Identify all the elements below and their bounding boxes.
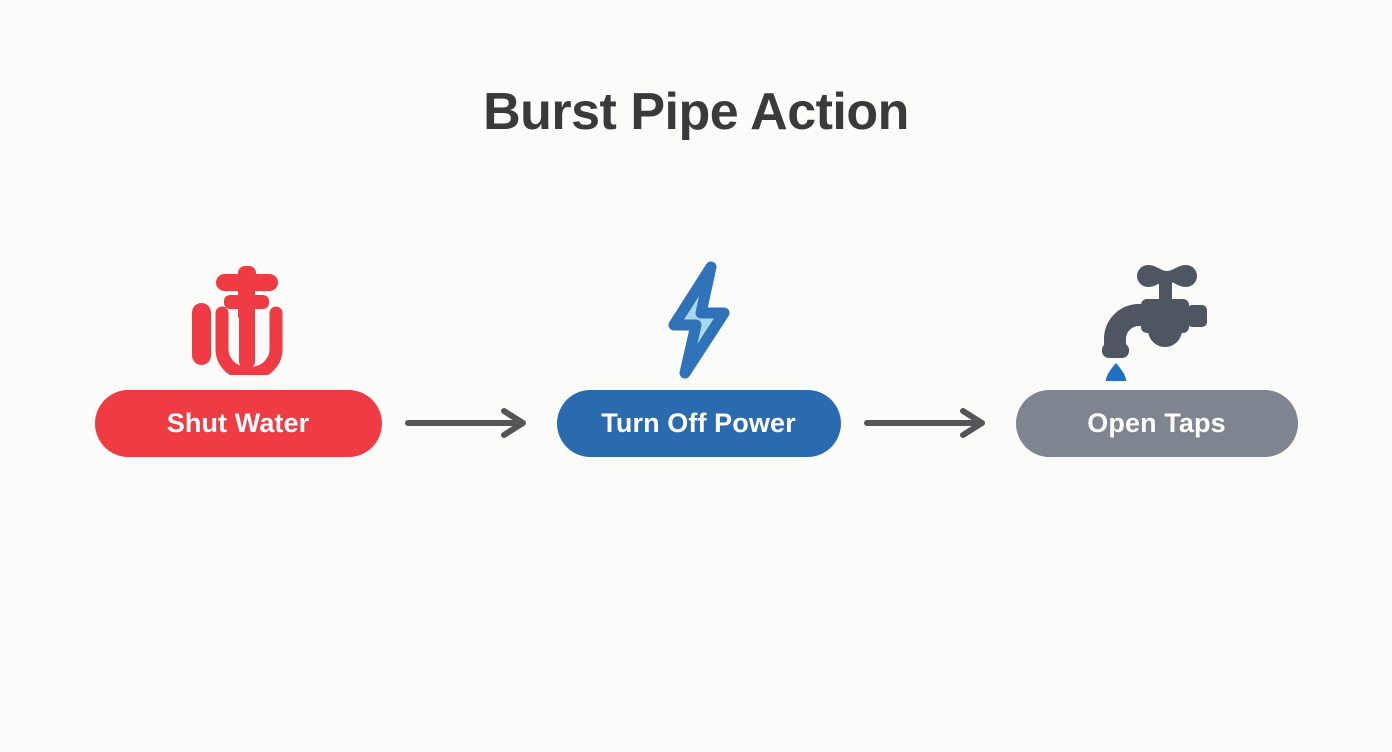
icon-container-step-1 (190, 250, 286, 390)
water-valve-icon (192, 266, 283, 375)
flow-connector-1 (382, 250, 557, 490)
lightning-bolt-icon (668, 261, 729, 379)
flow-connector-2 (841, 250, 1016, 490)
step-label-open-taps: Open Taps (1087, 408, 1226, 438)
flow-step-open-taps[interactable]: Open Taps (1015, 250, 1298, 457)
arrow-right-icon (405, 408, 526, 438)
step-pill-shut-water[interactable]: Shut Water (94, 390, 382, 457)
step-label-shut-water: Shut Water (166, 408, 310, 438)
arrow-right-icon (864, 408, 985, 438)
icon-container-step-2 (654, 250, 744, 390)
faucet-tap-icon (1101, 265, 1207, 381)
step-pill-open-taps[interactable]: Open Taps (1015, 390, 1298, 457)
page-title: Burst Pipe Action (483, 83, 909, 141)
step-label-turn-off-power: Turn Off Power (601, 408, 796, 438)
flow-step-shut-water[interactable]: Shut Water (94, 250, 382, 457)
icon-container-step-3 (1101, 250, 1213, 390)
step-pill-turn-off-power[interactable]: Turn Off Power (556, 390, 841, 457)
process-flow: Shut Water Turn Off Power (0, 250, 1392, 490)
flow-step-turn-off-power[interactable]: Turn Off Power (556, 250, 841, 457)
